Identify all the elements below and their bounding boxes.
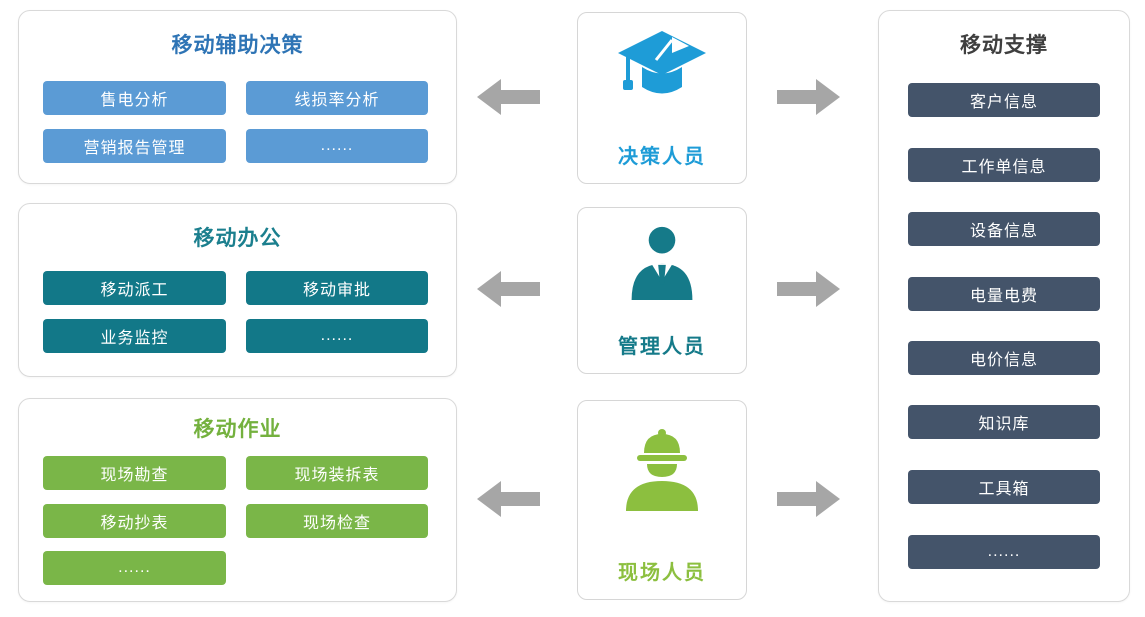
feature-chip-marketing-report: 营销报告管理 xyxy=(43,129,226,163)
panel-mobile-office: 移动办公 移动派工 移动审批 业务监控 ...... xyxy=(18,203,457,377)
arrow-left-icon xyxy=(477,79,540,115)
arrow-left-icon xyxy=(477,481,540,517)
feature-chip-sales-analysis: 售电分析 xyxy=(43,81,226,115)
panel-title-decision: 移动辅助决策 xyxy=(171,34,304,57)
manager-icon xyxy=(631,226,693,300)
panel-mobile-field-work: 移动作业 现场勘查 现场装拆表 移动抄表 现场检查 ...... xyxy=(18,398,457,602)
role-box-field: 现场人员 xyxy=(577,400,747,600)
feature-chip-business-monitor: 业务监控 xyxy=(43,319,226,353)
role-label-decision: 决策人员 xyxy=(618,146,706,168)
panel-mobile-decision-support: 移动辅助决策 售电分析 线损率分析 营销报告管理 ...... xyxy=(18,10,457,184)
feature-chip-site-inspection: 现场检查 xyxy=(246,504,428,538)
worker-icon xyxy=(626,429,698,511)
support-chip-ellipsis: ...... xyxy=(908,535,1100,569)
feature-chip-ellipsis: ...... xyxy=(246,319,428,353)
arrow-right-icon xyxy=(777,79,840,115)
support-chip-customer-info: 客户信息 xyxy=(908,83,1100,117)
arrow-left-icon xyxy=(477,271,540,307)
support-chip-tariff-info: 电价信息 xyxy=(908,341,1100,375)
feature-chip-line-loss-analysis: 线损率分析 xyxy=(246,81,428,115)
feature-chip-mobile-dispatch: 移动派工 xyxy=(43,271,226,305)
support-chip-equipment-info: 设备信息 xyxy=(908,212,1100,246)
arrow-right-icon xyxy=(777,481,840,517)
role-box-decision: 决策人员 xyxy=(577,12,747,184)
panel-title-office: 移动办公 xyxy=(193,227,282,250)
feature-chip-ellipsis: ...... xyxy=(246,129,428,163)
graduation-cap-icon xyxy=(618,31,706,94)
feature-chip-mobile-meter-read: 移动抄表 xyxy=(43,504,226,538)
feature-chip-site-survey: 现场勘查 xyxy=(43,456,226,490)
feature-chip-meter-install: 现场装拆表 xyxy=(246,456,428,490)
role-label-manager: 管理人员 xyxy=(618,336,706,358)
support-chip-knowledge-base: 知识库 xyxy=(908,405,1100,439)
panel-title-field: 移动作业 xyxy=(193,418,282,441)
role-box-manager: 管理人员 xyxy=(577,207,747,374)
support-chip-energy-billing: 电量电费 xyxy=(908,277,1100,311)
arrow-right-icon xyxy=(777,271,840,307)
feature-chip-ellipsis: ...... xyxy=(43,551,226,585)
support-chip-work-order-info: 工作单信息 xyxy=(908,148,1100,182)
panel-title-support: 移动支撑 xyxy=(960,34,1048,57)
role-label-field: 现场人员 xyxy=(618,562,706,584)
feature-chip-mobile-approval: 移动审批 xyxy=(246,271,428,305)
support-chip-toolbox: 工具箱 xyxy=(908,470,1100,504)
panel-mobile-support: 移动支撑 客户信息 工作单信息 设备信息 电量电费 电价信息 知识库 工具箱 .… xyxy=(878,10,1130,602)
